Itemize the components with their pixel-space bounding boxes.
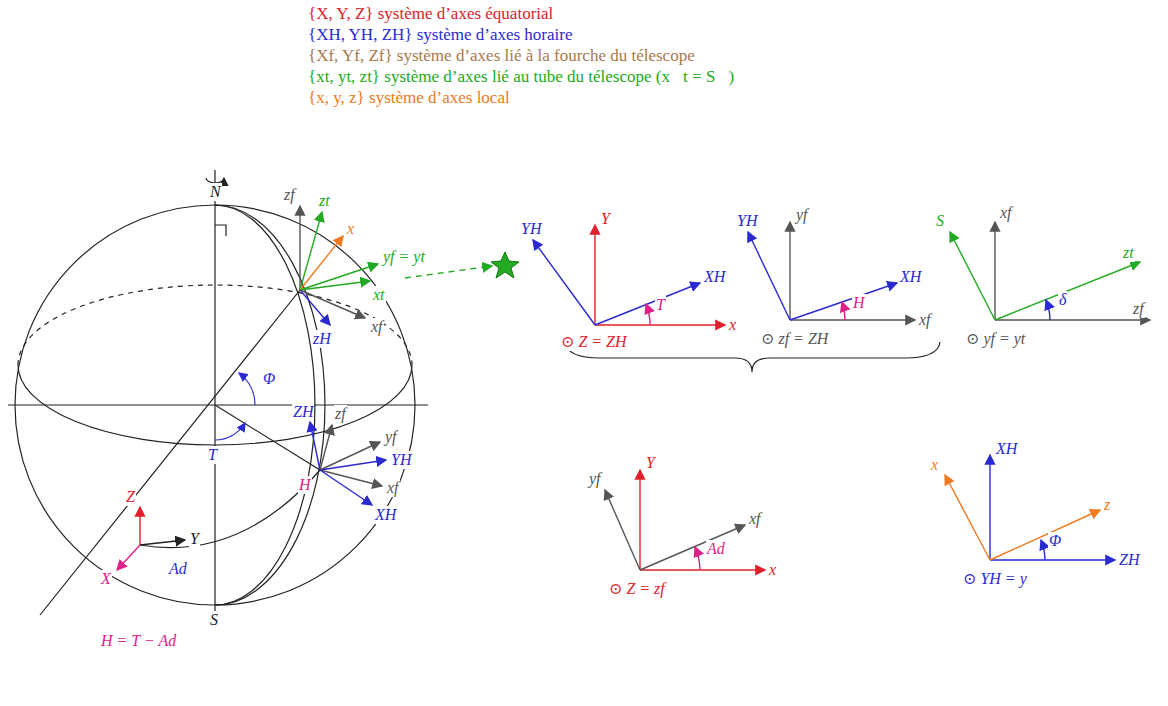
axis-label: xf bbox=[748, 510, 762, 528]
axis-label: XH bbox=[374, 506, 397, 524]
axis-label: H bbox=[852, 294, 866, 312]
axis-label: xf bbox=[370, 318, 384, 336]
axis-label: zH bbox=[312, 330, 332, 348]
axis-label: z bbox=[1103, 496, 1111, 514]
axis-label: YH bbox=[736, 212, 758, 230]
axis-label: yf bbox=[384, 428, 398, 446]
axis-label: zt bbox=[1122, 244, 1135, 262]
axis-label: ZH bbox=[1118, 551, 1140, 569]
axis-label: S bbox=[209, 611, 219, 629]
axis-label: XH bbox=[995, 440, 1018, 458]
axis-label: Ad bbox=[706, 540, 726, 558]
axis-label: Ad bbox=[168, 560, 188, 578]
axis-label: H = T − Ad bbox=[100, 632, 177, 650]
axis-label: Φ bbox=[262, 370, 276, 388]
axis-label: ⊙ zf = ZH bbox=[760, 330, 829, 348]
axis-label: x bbox=[728, 316, 737, 334]
axis-label: S⃗ bbox=[935, 212, 957, 230]
axis-label: ⊙ YH = y bbox=[962, 570, 1028, 588]
axis-label: xf bbox=[999, 204, 1013, 222]
legend-text: {Xf, Yf, Zf} système d’axes lié à la fou… bbox=[308, 46, 695, 66]
axis-label: Z bbox=[125, 488, 136, 506]
axis-label: x bbox=[346, 220, 355, 238]
axis-label: yf bbox=[795, 206, 809, 224]
axis-label: xf bbox=[386, 479, 400, 497]
axis-label: X bbox=[100, 570, 112, 588]
axis-label: xt bbox=[372, 286, 386, 304]
axis-label: YH bbox=[390, 451, 412, 469]
axis-label: ZH bbox=[292, 403, 314, 421]
axis-label: XH bbox=[703, 268, 726, 286]
axis-label: zf bbox=[334, 405, 347, 423]
axis-label: T bbox=[207, 446, 218, 464]
axis-label: Φ bbox=[1048, 532, 1062, 550]
axis-label: xf bbox=[918, 311, 932, 329]
axis-label: zf bbox=[1132, 300, 1145, 318]
legend-text: {XH, YH, ZH} système d’axes horaire bbox=[308, 25, 572, 45]
axis-label: zt bbox=[318, 192, 331, 210]
axis-label: δ bbox=[1058, 291, 1067, 309]
axis-label: yf = yt bbox=[382, 248, 426, 266]
legend-text: {x, y, z} système d’axes local bbox=[308, 88, 510, 108]
axis-label: T bbox=[655, 296, 666, 314]
axis-label: YH bbox=[520, 220, 542, 238]
axis-label: ⊙ yf = yt bbox=[965, 330, 1026, 348]
legend-text: {xt, yt, zt} système d’axes lié au tube … bbox=[308, 67, 734, 87]
axis-label: H bbox=[298, 476, 312, 494]
axis-label: x bbox=[930, 456, 939, 474]
axis-label: N bbox=[209, 183, 222, 201]
axis-label: yf bbox=[588, 470, 602, 488]
axis-label: x bbox=[768, 561, 777, 579]
axis-label: zf bbox=[283, 186, 296, 204]
axis-label: ⊙ Z = ZH bbox=[560, 333, 628, 351]
axis-label: ⊙ Z = zf bbox=[608, 580, 666, 598]
axis-label: XH bbox=[899, 268, 922, 286]
axis-label: Y bbox=[189, 530, 200, 548]
axis-label: Y bbox=[600, 210, 611, 228]
axis-label: Y bbox=[645, 454, 656, 472]
legend-text: {X, Y, Z} système d’axes équatorial bbox=[308, 4, 553, 24]
